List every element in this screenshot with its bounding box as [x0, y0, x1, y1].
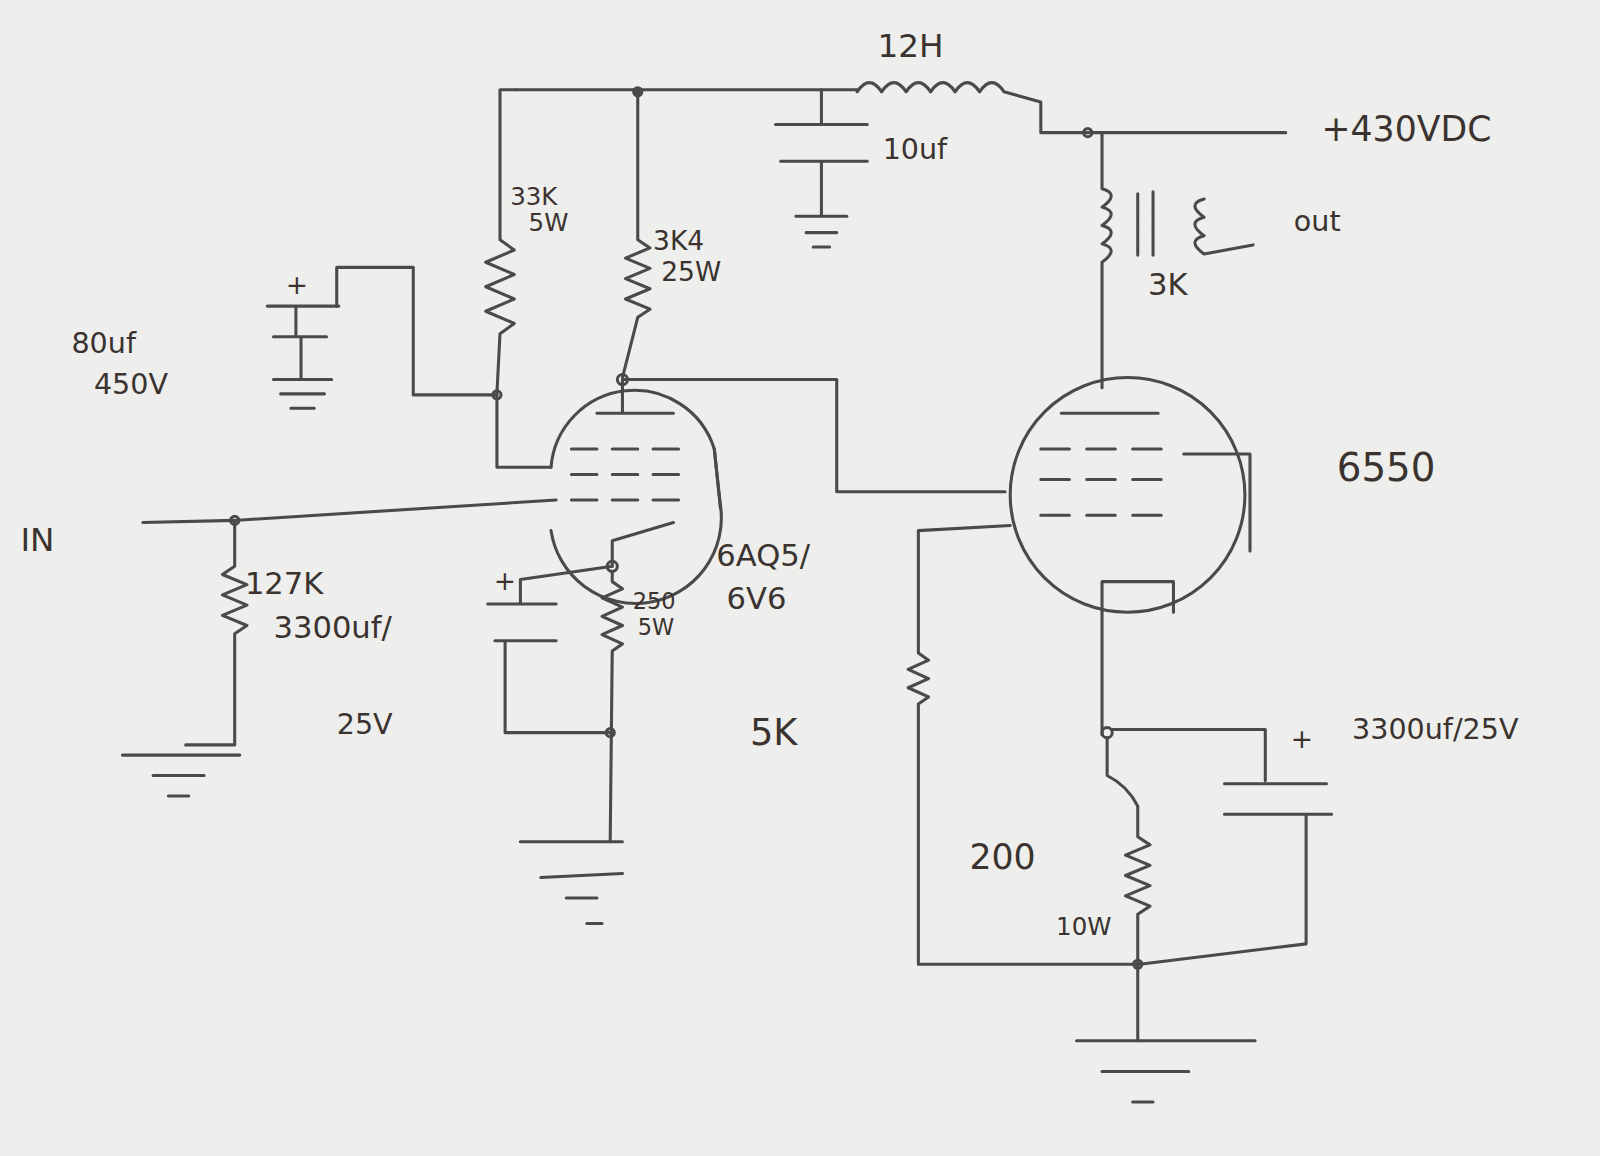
component-label: 10W — [1056, 913, 1111, 940]
component-label: 5W — [529, 209, 569, 236]
component-label: 250 — [633, 590, 676, 615]
component-label: + — [286, 270, 308, 299]
component-label: 33K — [510, 184, 557, 211]
component-label: IN — [20, 522, 54, 558]
component-label: 200 — [969, 839, 1035, 877]
component-label: + — [1291, 724, 1313, 753]
component-label: 6550 — [1337, 447, 1436, 490]
component-label: 127K — [245, 566, 324, 600]
component-label: 5W — [638, 615, 674, 640]
component-label: 3K4 — [653, 227, 704, 256]
component-label: + — [494, 566, 516, 595]
component-label: 3300uf/ — [273, 610, 391, 644]
component-label: 450V — [94, 369, 168, 400]
component-label: 10uf — [883, 135, 948, 166]
component-label: 80uf — [71, 329, 136, 360]
component-label: 3300uf/25V — [1352, 714, 1518, 745]
component-label: 12H — [878, 29, 944, 65]
component-label: out — [1294, 206, 1341, 237]
component-label: 6AQ5/ — [716, 539, 810, 573]
component-label: 5K — [750, 712, 797, 752]
component-label: 25W — [661, 257, 721, 286]
component-label: 6V6 — [727, 582, 787, 616]
component-label: +430VDC — [1321, 110, 1491, 148]
component-label: 3K — [1148, 267, 1188, 301]
component-label: 25V — [337, 709, 393, 740]
